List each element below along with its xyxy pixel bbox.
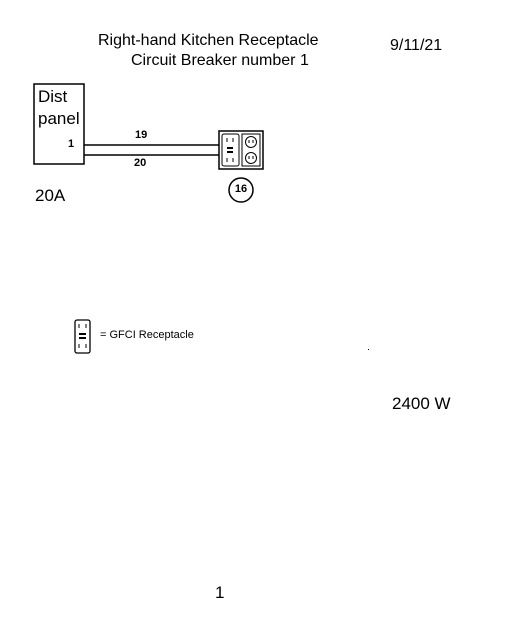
dist-panel-box (33, 83, 85, 165)
page-number: 1 (215, 583, 225, 602)
diagram-title-line2: Circuit Breaker number 1 (131, 52, 309, 69)
stray-dot (368, 349, 369, 350)
breaker-number: 1 (68, 138, 75, 150)
breaker-rating: 20A (35, 186, 66, 205)
panel-label-line1: Dist (38, 87, 68, 106)
legend-text: = GFCI Receptacle (100, 329, 194, 341)
wire-label-20: 20 (134, 157, 147, 169)
wire-label-19: 19 (135, 129, 148, 141)
gfci-duplex-receptacle-icon (218, 130, 264, 170)
diagram-date: 9/11/21 (390, 37, 443, 54)
receptacle-number: 16 (234, 183, 248, 195)
gfci-receptacle-icon (74, 319, 91, 354)
panel-label-line2: panel (38, 109, 80, 128)
receptacle-number-circle (228, 177, 254, 203)
load-wattage: 2400 W (392, 394, 451, 413)
diagram-title-line1: Right-hand Kitchen Receptacle (98, 32, 319, 49)
